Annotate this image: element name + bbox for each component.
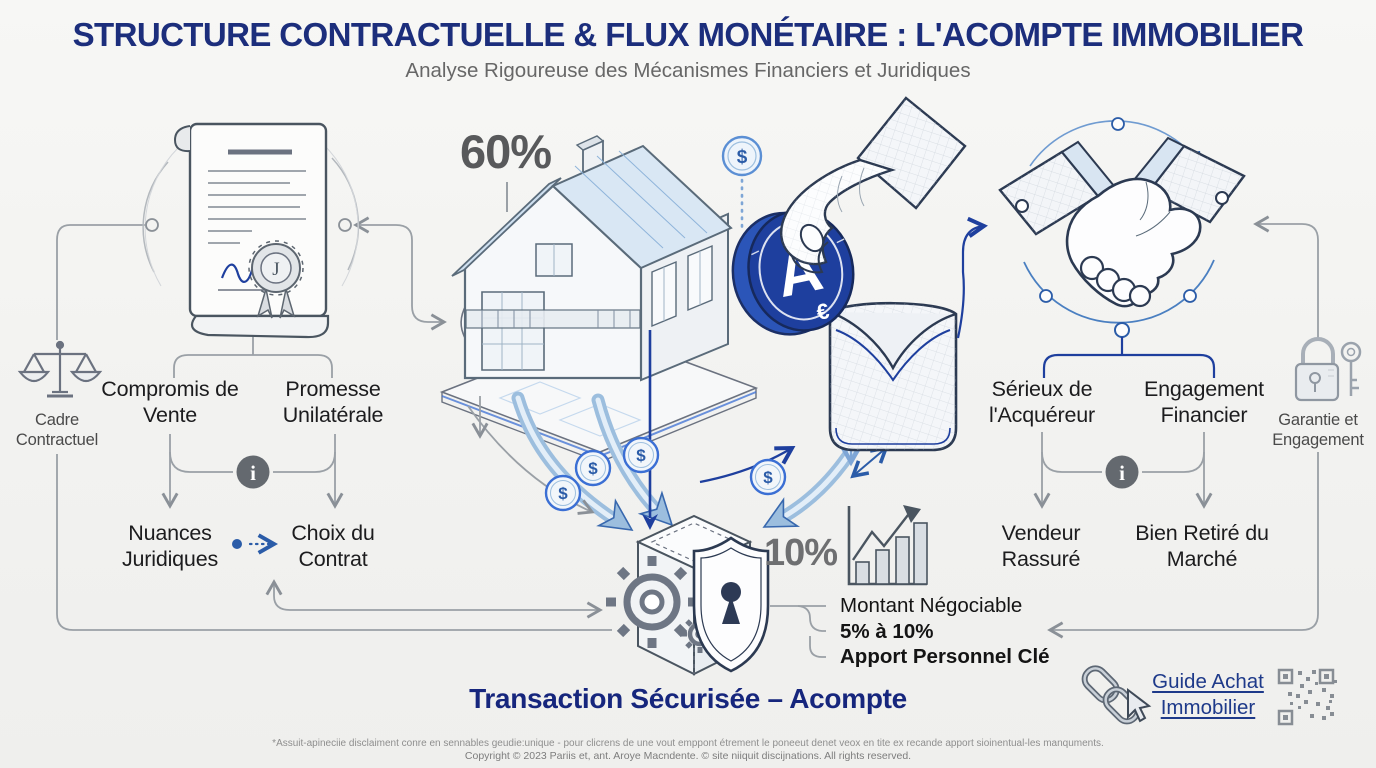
node-serieux-acquereur: Sérieux de l'Acquéreur bbox=[989, 377, 1095, 427]
page-title: STRUCTURE CONTRACTUELLE & FLUX MONÉTAIRE… bbox=[72, 16, 1304, 53]
copyright-text: Copyright © 2023 Pariis et, ant. Aroye M… bbox=[464, 750, 912, 762]
guide-achat-link[interactable]: Guide Achat Immobilier bbox=[1148, 669, 1268, 721]
info-icon-right[interactable]: i bbox=[1105, 455, 1139, 489]
node-vendeur-rassure: Vendeur Rassuré bbox=[1001, 521, 1081, 571]
dollar-coin-icon: $ bbox=[721, 135, 763, 234]
wallet-icon bbox=[828, 301, 958, 452]
svg-text:i: i bbox=[1119, 461, 1125, 485]
seal-letter: J bbox=[272, 259, 279, 280]
disclaimer-text: *Assuit-apineciie disclaiment conre en s… bbox=[272, 738, 1104, 749]
contract-scroll-icon: J bbox=[142, 122, 360, 339]
lock-key-icon bbox=[1294, 337, 1362, 402]
house-percent: 60% bbox=[460, 125, 552, 178]
label-cadre-contractuel: Cadre Contractuel bbox=[15, 411, 99, 449]
svg-text:$: $ bbox=[737, 147, 748, 168]
bottom-caption: Transaction Sécurisée – Acompte bbox=[469, 683, 907, 714]
node-promesse-unilaterale: Promesse Unilatérale bbox=[282, 377, 384, 427]
cursor-icon bbox=[1127, 687, 1152, 723]
svg-text:$: $ bbox=[763, 468, 773, 487]
scales-icon bbox=[17, 340, 103, 398]
connector-lines bbox=[56, 182, 1319, 658]
deposit-percent: 10% bbox=[764, 532, 838, 574]
coin-currency: € bbox=[814, 298, 831, 325]
handshake-illustration bbox=[998, 117, 1246, 338]
navy-connectors bbox=[956, 216, 1216, 378]
info-icon-left[interactable]: i bbox=[236, 455, 270, 489]
detail-range: 5% à 10% bbox=[840, 619, 934, 643]
node-compromis-de-vente: Compromis de Vente bbox=[101, 377, 239, 427]
gear-icon bbox=[606, 556, 698, 648]
guide-link-line1[interactable]: Guide Achat bbox=[1152, 670, 1264, 693]
node-choix-du-contrat: Choix du Contrat bbox=[291, 521, 375, 571]
svg-text:i: i bbox=[250, 461, 256, 485]
page-subtitle: Analyse Rigoureuse des Mécanismes Financ… bbox=[405, 59, 971, 82]
svg-text:$: $ bbox=[636, 446, 646, 465]
svg-text:$: $ bbox=[558, 484, 568, 503]
node-bien-retire: Bien Retiré du Marché bbox=[1135, 521, 1269, 571]
node-nuances-juridiques: Nuances Juridiques bbox=[122, 521, 218, 571]
shield-icon bbox=[692, 536, 770, 673]
detail-montant: Montant Négociable bbox=[840, 594, 1023, 617]
svg-text:$: $ bbox=[588, 459, 598, 478]
dollar-coin-icons-small: $ $ $ $ bbox=[544, 436, 787, 512]
deposit-details: Montant Négociable 5% à 10% Apport Perso… bbox=[840, 593, 1050, 670]
dotted-arrow bbox=[232, 533, 278, 555]
guide-link-line2[interactable]: Immobilier bbox=[1160, 696, 1256, 719]
label-garantie-engagement: Garantie et Engagement bbox=[1272, 411, 1364, 449]
qr-code bbox=[1277, 668, 1337, 726]
growth-chart-icon bbox=[847, 505, 928, 586]
node-engagement-financier: Engagement Financier bbox=[1144, 377, 1264, 427]
hand-illustration bbox=[780, 96, 967, 274]
detail-apport: Apport Personnel Clé bbox=[840, 645, 1050, 668]
